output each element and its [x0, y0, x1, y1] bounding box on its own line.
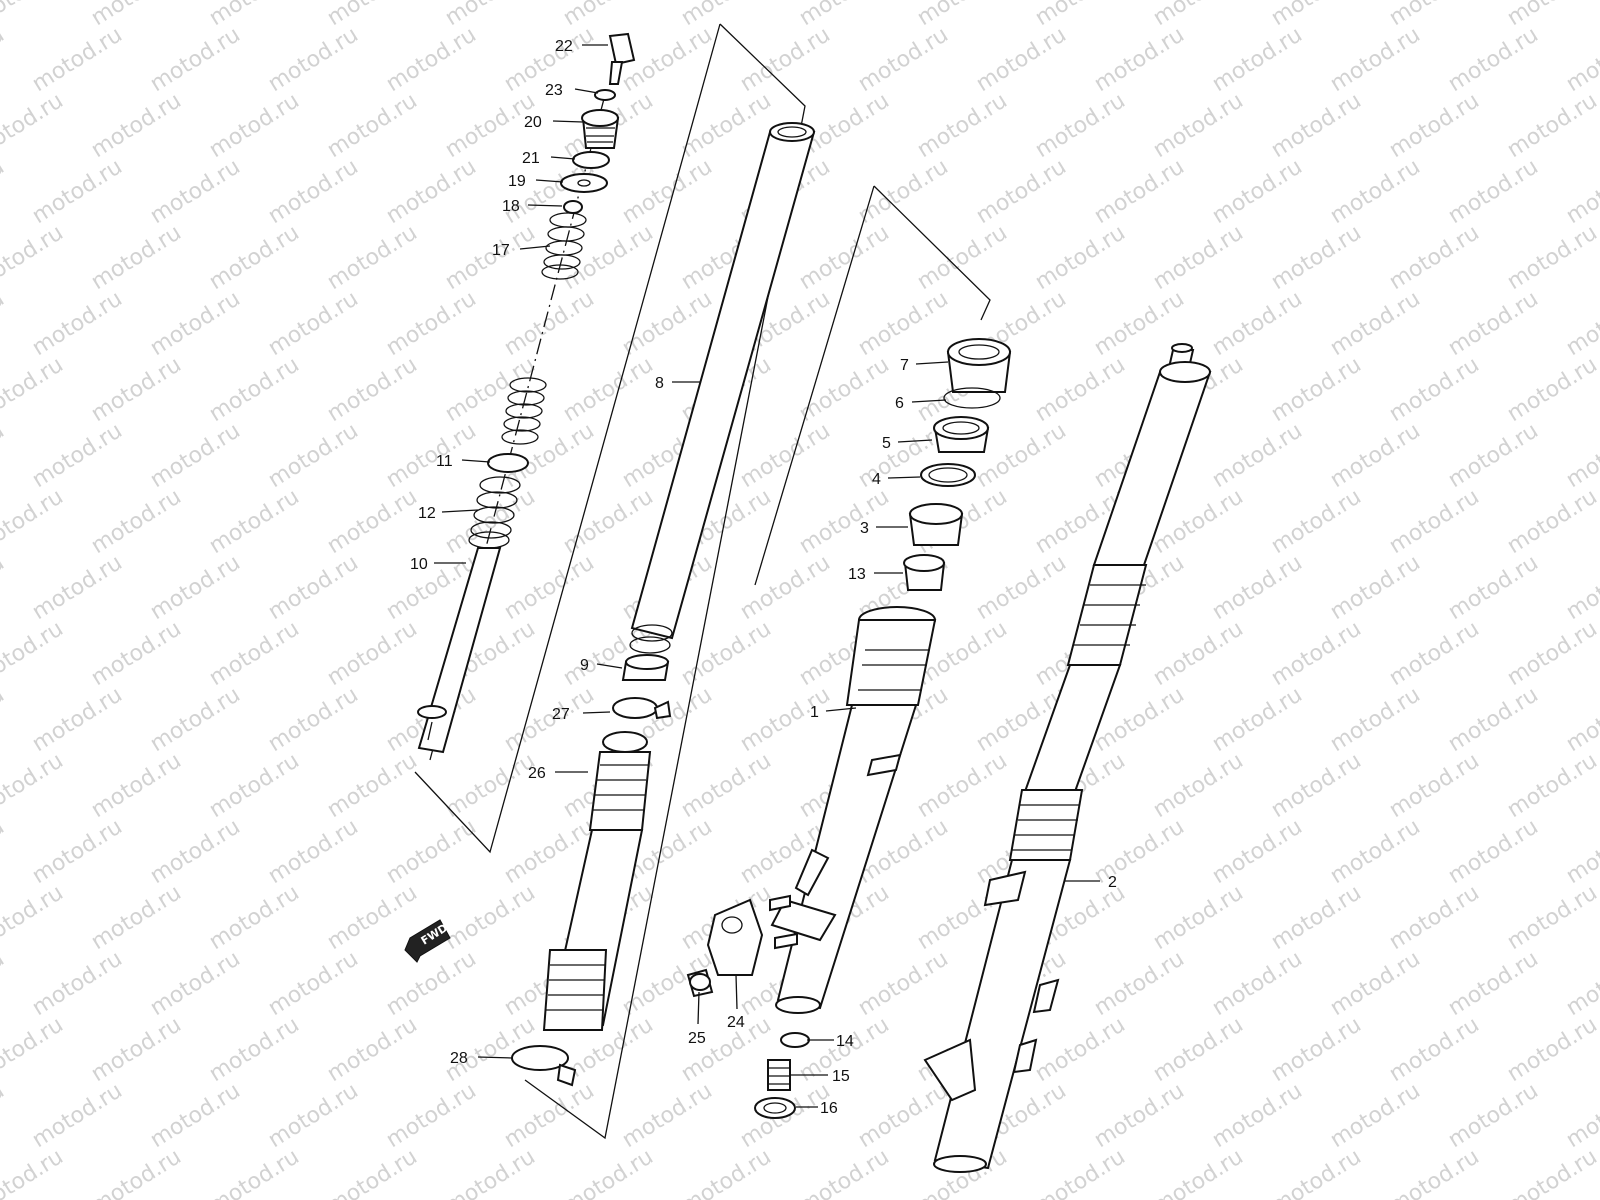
callout-3: 3 [860, 520, 869, 537]
callout-16: 16 [820, 1100, 838, 1117]
callout-labels: 22 23 20 21 19 18 17 11 12 10 8 9 27 26 … [410, 38, 1117, 1117]
inner-tube-part [629, 122, 816, 654]
callout-21: 21 [522, 150, 540, 167]
callout-5: 5 [882, 435, 891, 452]
callout-28: 28 [450, 1050, 468, 1067]
callout-9: 9 [580, 657, 589, 674]
outer-tube-assembly [686, 338, 1012, 1119]
callout-14: 14 [836, 1033, 854, 1050]
leader-lines [434, 44, 1100, 1108]
slide-bushing-13-part [903, 554, 946, 591]
callout-12: 12 [418, 505, 436, 522]
guide-bushing-part [908, 503, 964, 546]
callout-27: 27 [552, 706, 570, 723]
air-valve-part [608, 32, 636, 85]
callout-17: 17 [492, 242, 510, 259]
axle-nut-part [686, 968, 714, 998]
fork-spring-top [541, 212, 587, 280]
callout-6: 6 [895, 395, 904, 412]
callout-10: 10 [410, 556, 428, 573]
slide-bushing-9-part [621, 654, 670, 681]
dust-seal-part [946, 338, 1012, 393]
outer-tube-part [770, 606, 937, 1014]
rebound-spring-part [468, 476, 521, 549]
damper-rod-part [417, 547, 502, 754]
fork-boot-part [542, 731, 652, 1031]
damper-rod-assembly [417, 32, 636, 761]
callout-20: 20 [524, 114, 542, 131]
callout-7: 7 [900, 357, 909, 374]
o-ring-21-part [572, 151, 610, 169]
callout-13: 13 [848, 566, 866, 583]
cap-bolt-part [581, 109, 620, 149]
callout-8: 8 [655, 375, 664, 392]
callout-2: 2 [1108, 874, 1117, 891]
callout-11: 11 [436, 453, 453, 470]
callout-24: 24 [727, 1014, 745, 1031]
fork-spring-bottom [501, 377, 547, 445]
group-outlines [414, 23, 991, 1140]
callout-23: 23 [545, 82, 563, 99]
axle-holder-part [706, 894, 798, 976]
callout-26: 26 [528, 765, 546, 782]
ring-11-part [487, 453, 529, 473]
drain-cap-part [754, 1097, 796, 1119]
callout-25: 25 [688, 1030, 706, 1047]
washer-part [560, 173, 608, 193]
gasket-part [780, 1032, 810, 1048]
oil-seal-part [933, 416, 990, 453]
complete-fork-assembly [923, 343, 1212, 1173]
stopper-ring-part [943, 387, 1001, 409]
callout-4: 4 [872, 471, 881, 488]
callout-15: 15 [832, 1068, 850, 1085]
spacer-part [563, 200, 583, 214]
callout-19: 19 [508, 173, 526, 190]
o-ring-part [594, 89, 616, 101]
boot-clamp-27-part [612, 697, 672, 720]
callout-18: 18 [502, 198, 520, 215]
callout-22: 22 [555, 38, 573, 55]
callout-1: 1 [810, 704, 819, 721]
drain-bolt-part [767, 1059, 791, 1091]
inner-tube-assembly [511, 122, 816, 1087]
